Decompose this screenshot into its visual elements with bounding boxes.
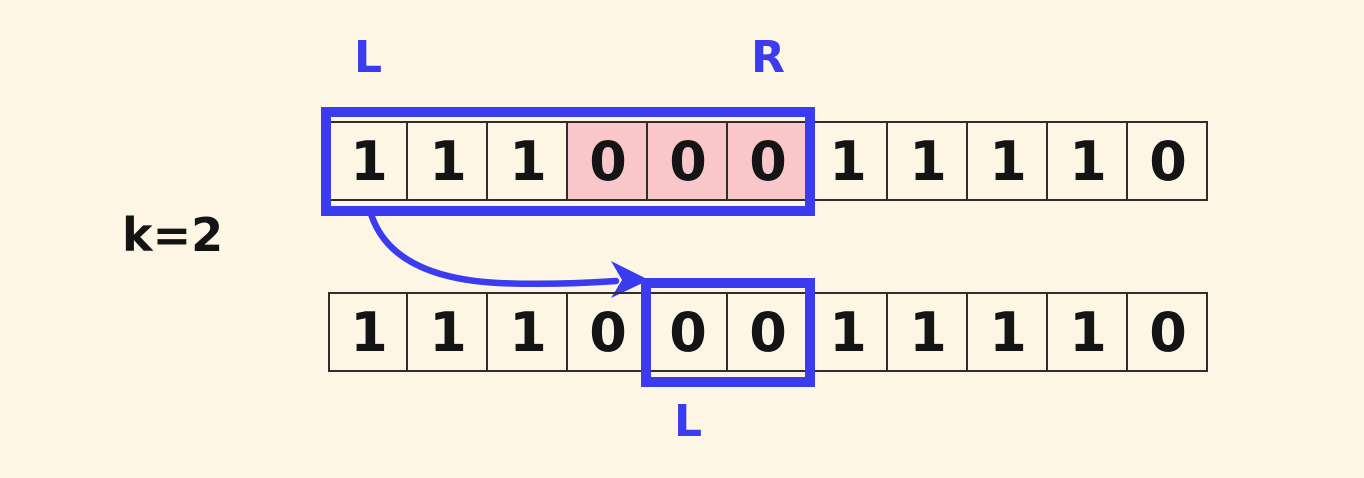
top-window-left-pointer-label: L: [353, 32, 383, 83]
array-cell: 1: [888, 121, 968, 201]
array-cell: 0: [1128, 121, 1208, 201]
array-cell: 1: [1048, 292, 1128, 372]
bottom-window-left-pointer-label: L: [673, 396, 703, 447]
array-cell: 1: [968, 121, 1048, 201]
array-cell: 1: [888, 292, 968, 372]
array-cell-highlighted: 0: [648, 121, 728, 201]
array-cell: 0: [648, 292, 728, 372]
array-cell: 1: [408, 292, 488, 372]
array-cell: 1: [408, 121, 488, 201]
array-cell: 0: [568, 292, 648, 372]
array-cell: 1: [488, 292, 568, 372]
bottom-sliding-window-box: [641, 278, 815, 387]
array-cell: 1: [808, 121, 888, 201]
array-cell: 0: [728, 292, 808, 372]
array-cell: 1: [808, 292, 888, 372]
array-cell: 1: [328, 292, 408, 372]
array-cell: 1: [488, 121, 568, 201]
top-window-right-pointer-label: R: [751, 32, 785, 83]
array-cell-highlighted: 0: [728, 121, 808, 201]
array-cell: 1: [1048, 121, 1128, 201]
k-value-label: k=2: [122, 208, 224, 262]
top-sliding-window-box: [321, 107, 815, 216]
array-cell: 1: [968, 292, 1048, 372]
array-cell-highlighted: 0: [568, 121, 648, 201]
array-cell: 0: [1128, 292, 1208, 372]
